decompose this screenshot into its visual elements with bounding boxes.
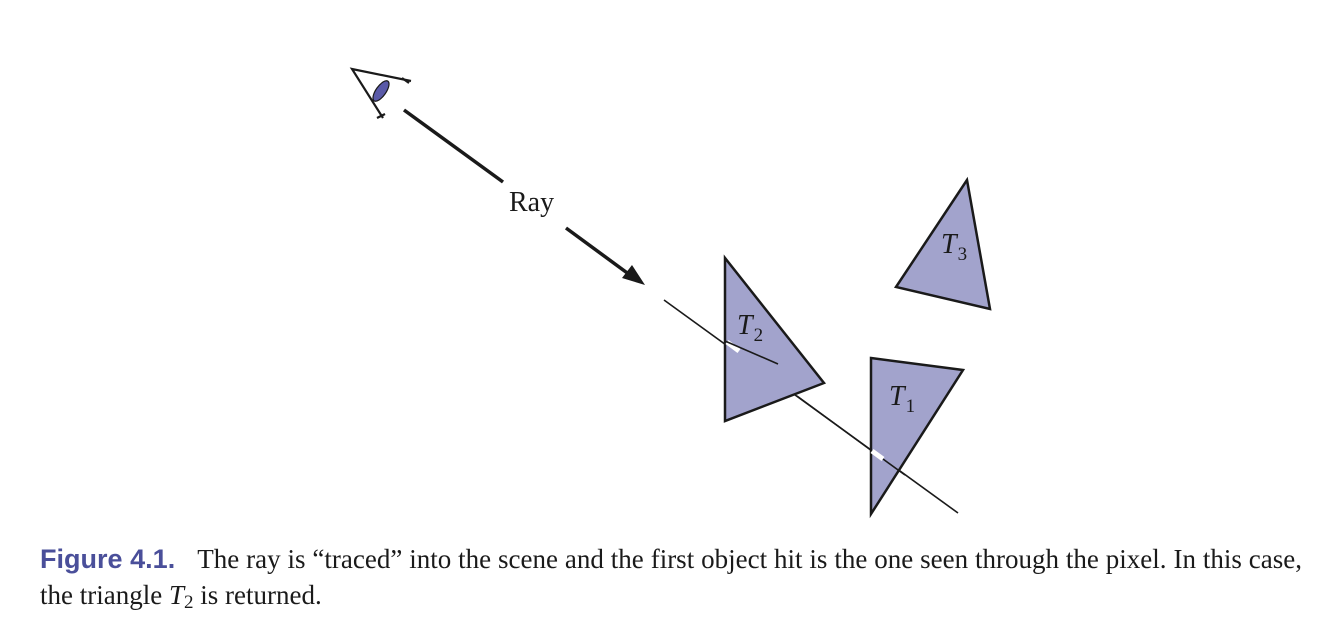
caption-math-letter: T: [168, 580, 184, 610]
ray-arrow: [402, 108, 645, 285]
triangle-t2: [723, 254, 827, 423]
ray-segment-in-t2: [724, 340, 779, 365]
triangle-t1: [869, 356, 966, 519]
caption-text-2: is returned.: [193, 580, 322, 610]
ray-label: Ray: [509, 187, 554, 218]
caption-math: T2: [168, 580, 194, 613]
triangle-t3-label: T3: [941, 229, 967, 265]
caption-math-sub: 2: [183, 592, 194, 613]
arrowhead-icon: [622, 265, 645, 285]
ray-tracing-diagram: Ray T2 T1 T3: [349, 67, 992, 519]
ray-entry-highlight-t1: [870, 448, 885, 462]
figure-label: Figure 4.1.: [40, 544, 176, 574]
triangle-t1-label: T1: [889, 381, 915, 417]
ray-segment-between: [796, 395, 873, 452]
eye-pupil: [372, 80, 390, 102]
triangle-t2-label: T2: [737, 310, 763, 346]
eye-icon: [349, 67, 412, 119]
caption-text-1: The ray is “traced” into the scene and t…: [40, 544, 1302, 610]
triangle-t3: [893, 176, 992, 311]
ray-segment-in-t1: [882, 458, 906, 476]
figure-caption: Figure 4.1.The ray is “traced” into the …: [40, 541, 1302, 613]
